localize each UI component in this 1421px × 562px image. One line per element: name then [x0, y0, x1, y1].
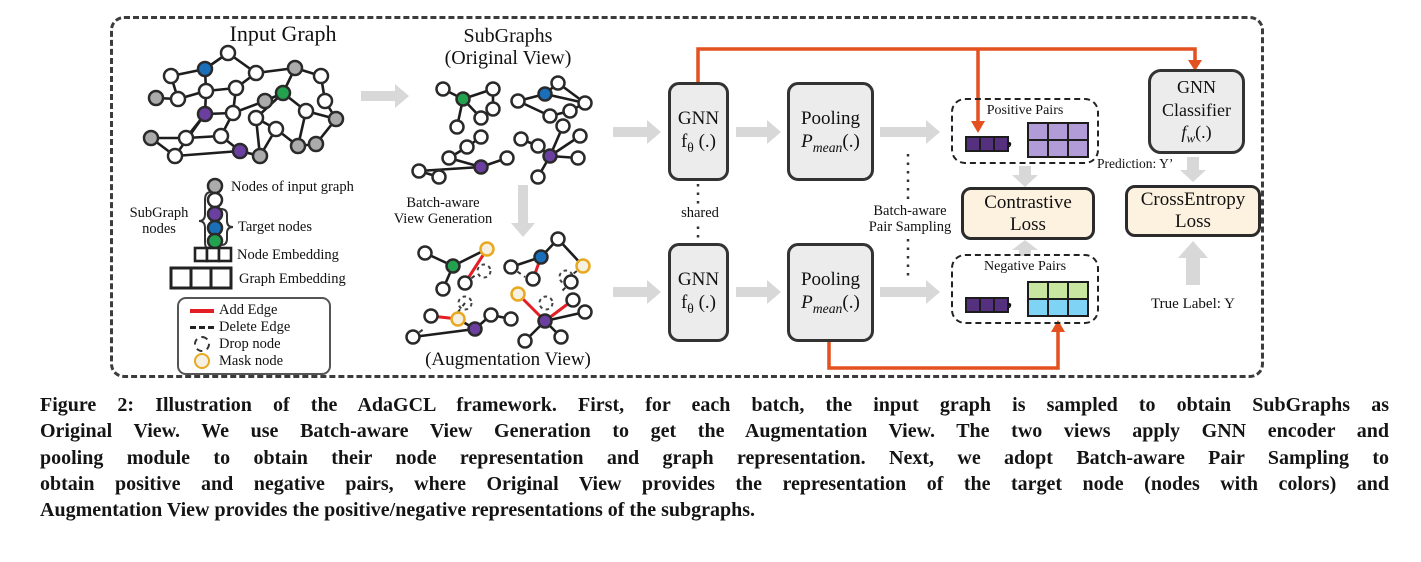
arrow-augview-to-gnn	[613, 280, 661, 304]
framework-figure: Input Graph SubGraphs (Original View) Ba…	[110, 16, 1264, 378]
positive-pairs-label: Positive Pairs	[986, 103, 1064, 118]
target-node-representation-line	[696, 47, 1202, 133]
mask-node-icon	[185, 353, 219, 370]
crossentropy-loss-box: CrossEntropy Loss	[1125, 185, 1261, 237]
shared-label: shared	[673, 204, 727, 223]
contrastive-loss-box: Contrastive Loss	[961, 187, 1095, 240]
caption-line: Original View. We use Batch-aware View G…	[40, 420, 1389, 443]
positive-pairs-box: Positive Pairs ,	[951, 98, 1099, 164]
figure-caption: Figure 2: Illustration of the AdaGCL fra…	[40, 392, 1389, 523]
input-graph-nodes	[142, 44, 345, 165]
drop-node-icon	[185, 336, 219, 353]
subgraphs-augmentation-view	[405, 231, 593, 349]
legend-row-add-edge: Add Edge	[185, 302, 323, 319]
node-embedding-icon	[193, 246, 233, 263]
caption-line: Figure 2: Illustration of the AdaGCL fra…	[40, 394, 1389, 416]
target-nodes-brace	[220, 208, 234, 246]
target-node-embedding-icon	[965, 136, 1009, 152]
legend-graph-embedding: Graph Embedding	[239, 271, 346, 287]
legend-row-mask-node: Mask node	[185, 353, 323, 370]
caption-line: pooling module to obtain their node repr…	[40, 446, 1389, 469]
subgraphs-original-view	[411, 75, 593, 185]
graph-embedding-icon	[169, 266, 233, 290]
framework-diagram	[142, 44, 1208, 370]
input-graph	[142, 44, 345, 165]
positive-graph-embeddings-icon	[1027, 122, 1089, 158]
legend-nodes-of-input-graph: Nodes of input graph	[231, 179, 354, 195]
legend-node-embedding: Node Embedding	[237, 247, 339, 263]
gnn-encoder-box-bottom: GNN fθ (.)	[668, 243, 729, 342]
add-edge-icon	[185, 309, 219, 313]
legend-node-key	[169, 177, 234, 290]
legend-target-nodes: Target nodes	[238, 219, 313, 235]
arrow-view-generation-down	[511, 185, 535, 237]
pooling-box-top: Pooling Pmean(.)	[787, 82, 874, 181]
arrow-classifier-to-crossentropy	[1180, 157, 1206, 182]
arrow-input-to-subgraphs	[361, 84, 409, 108]
batch-aware-pair-sampling-label: Batch-aware Pair Sampling	[858, 202, 962, 237]
arrow-pooling-to-negative-pairs	[880, 280, 940, 304]
legend-row-drop-node: Drop node	[185, 336, 323, 353]
arrow-pooling-to-positive-pairs	[880, 120, 940, 144]
negative-pairs-label: Negative Pairs	[983, 259, 1067, 274]
subgraph-nodes-brace	[198, 191, 212, 251]
augmentation-view-title: (Augmentation View)	[425, 349, 591, 370]
input-graph-title: Input Graph	[229, 21, 337, 46]
arrow-negative-to-contrastive	[1012, 240, 1038, 256]
arrow-positive-to-contrastive	[1012, 166, 1038, 187]
true-label: True Label: Y	[1151, 296, 1235, 312]
augmentation-legend-box: Add Edge Delete Edge Drop node Mask node	[177, 297, 331, 375]
negative-representation-line	[827, 320, 1065, 370]
caption-line: obtain positive and negative pairs, wher…	[40, 472, 1389, 495]
legend-subgraph-nodes: SubGraph nodes	[129, 205, 189, 238]
target-node-embedding-icon	[965, 297, 1009, 313]
gnn-classifier-box: GNN Classifier fw(.)	[1148, 69, 1245, 154]
pooling-box-bottom: Pooling Pmean(.)	[787, 243, 874, 342]
delete-edge-icon	[185, 326, 219, 330]
legend-row-delete-edge: Delete Edge	[185, 319, 323, 336]
batch-aware-view-generation-label: Batch-aware View Generation	[393, 195, 493, 228]
negative-pairs-box: Negative Pairs ,	[951, 254, 1099, 324]
subgraphs-title: SubGraphs (Original View)	[444, 25, 572, 70]
arrow-gnn-to-pooling-top	[736, 120, 781, 144]
prediction-label: Prediction: Y’	[1097, 156, 1174, 171]
arrow-subgraphs-to-gnn	[613, 120, 661, 144]
gnn-encoder-box-top: GNN fθ (.)	[668, 82, 729, 181]
negative-graph-embeddings-icon	[1027, 281, 1089, 317]
arrow-gnn-to-pooling-bottom	[736, 280, 781, 304]
arrow-truelabel-to-crossentropy	[1178, 241, 1208, 285]
caption-line: Augmentation View provides the positive/…	[40, 499, 756, 522]
